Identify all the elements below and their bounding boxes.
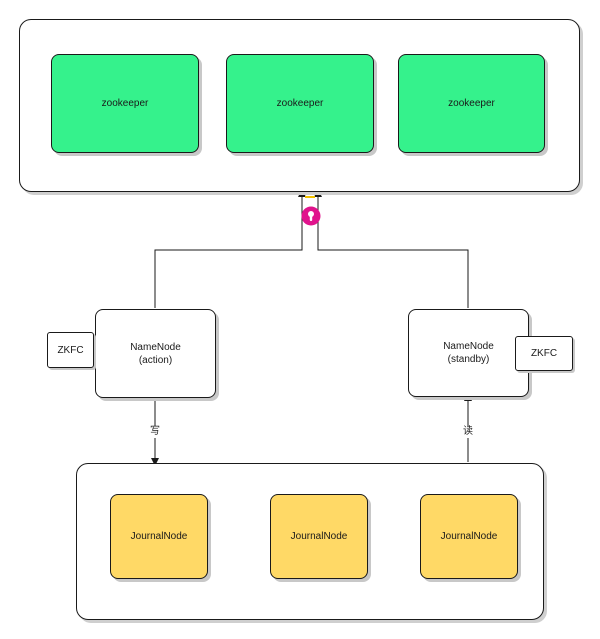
namenode-active: NameNode (action) <box>95 309 216 398</box>
zookeeper-node-3: zookeeper <box>398 54 545 153</box>
journalnode-label: JournalNode <box>440 531 498 542</box>
zookeeper-node-label: zookeeper <box>448 98 495 109</box>
write-edge-label: 写 <box>149 426 161 438</box>
namenode-standby: NameNode (standby) <box>408 309 529 397</box>
zookeeper-node-label: zookeeper <box>101 98 149 109</box>
namenode-state: (action) <box>138 354 173 366</box>
journalnode-1: JournalNode <box>110 494 208 579</box>
journalnode-2: JournalNode <box>270 494 368 579</box>
journalnode-label: JournalNode <box>290 531 348 542</box>
read-edge-label: 读 <box>462 426 474 438</box>
active-to-zookeeper-edge <box>154 189 306 308</box>
zkfc-standby: ZKFC <box>515 336 573 371</box>
zookeeper-node-label: zookeeper <box>276 98 324 109</box>
zkfc-label: ZKFC <box>57 344 84 356</box>
zkfc-active: ZKFC <box>47 332 94 368</box>
namenode-name: NameNode <box>130 341 181 353</box>
namenode-state: (standby) <box>447 354 490 365</box>
journalnode-3: JournalNode <box>420 494 518 579</box>
lock-icon <box>301 206 321 226</box>
journalnode-label: JournalNode <box>130 531 188 542</box>
namenode-name: NameNode <box>443 341 494 352</box>
standby-to-zookeeper-edge <box>314 189 469 308</box>
zkfc-label: ZKFC <box>530 348 558 359</box>
zookeeper-node-1: zookeeper <box>51 54 199 153</box>
zookeeper-node-2: zookeeper <box>226 54 374 153</box>
